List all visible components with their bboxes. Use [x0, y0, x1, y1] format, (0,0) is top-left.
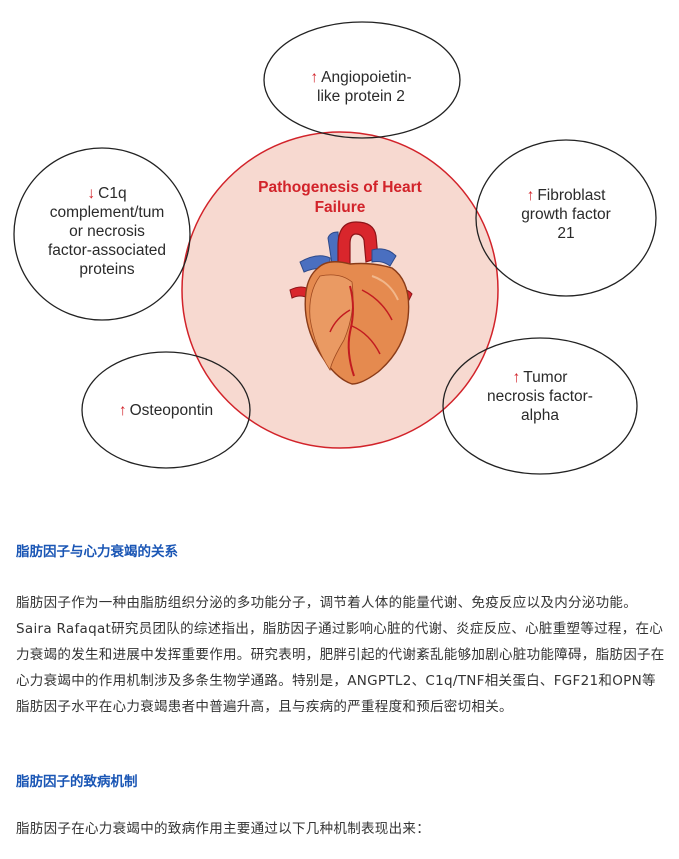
paragraph-mechanism: 脂肪因子在心力衰竭中的致病作用主要通过以下几种机制表现出来：	[16, 821, 430, 837]
figure-title: Pathogenesis of Heart Failure	[240, 178, 440, 218]
figure-title-line1: Pathogenesis of Heart	[258, 179, 422, 196]
bubble-line: factor-associated	[47, 242, 167, 259]
section-heading-mechanism: 脂肪因子的致病机制	[16, 774, 138, 790]
bubble-line: like protein 2	[317, 88, 405, 105]
bubble-line: 21	[557, 225, 575, 242]
section-heading-relationship: 脂肪因子与心力衰竭的关系	[16, 544, 178, 560]
bubble-line: growth factor	[521, 206, 611, 223]
bubble-line: or necrosis	[69, 223, 145, 240]
up-arrow-icon: ↑	[310, 69, 319, 86]
bubble-angiopoietin	[263, 21, 461, 139]
bubble-line: Angiopoietin-	[321, 69, 412, 86]
heart-failure-figure: Pathogenesis of Heart Failure ↑Angiopoie…	[13, 21, 657, 475]
bubble-angiopoietin-text: ↑Angiopoietin- like protein 2	[296, 68, 426, 106]
down-arrow-icon: ↓	[87, 185, 96, 202]
bubble-line: Osteopontin	[129, 402, 214, 419]
heart-illustration	[289, 221, 413, 385]
up-arrow-icon: ↑	[526, 187, 535, 204]
bubble-line: proteins	[79, 261, 135, 278]
bubble-line: Fibroblast	[537, 187, 606, 204]
figure-title-line2: Failure	[314, 199, 366, 216]
bubble-fgf21	[475, 139, 657, 297]
bubble-c1q	[13, 147, 191, 321]
bubble-tnf-text: ↑Tumor necrosis factor- alpha	[480, 368, 600, 425]
bubble-tnf	[442, 337, 638, 475]
bubble-line: complement/tum	[49, 204, 165, 221]
bubble-line: C1q	[98, 185, 127, 202]
up-arrow-icon: ↑	[118, 402, 127, 419]
up-arrow-icon: ↑	[512, 369, 521, 386]
bubble-c1q-text: ↓C1q complement/tum or necrosis factor-a…	[32, 184, 182, 279]
bubble-osteopontin	[81, 351, 251, 469]
bubble-fgf21-text: ↑Fibroblast growth factor 21	[506, 186, 626, 243]
bubble-line: alpha	[521, 407, 559, 424]
bubble-line: Tumor	[523, 369, 568, 386]
bubble-line: necrosis factor-	[487, 388, 593, 405]
figure-graphic	[13, 21, 657, 475]
paragraph-relationship: 脂肪因子作为一种由脂肪组织分泌的多功能分子，调节着人体的能量代谢、免疫反应以及内…	[16, 595, 665, 715]
bubble-osteopontin-text: ↑Osteopontin	[106, 401, 226, 420]
